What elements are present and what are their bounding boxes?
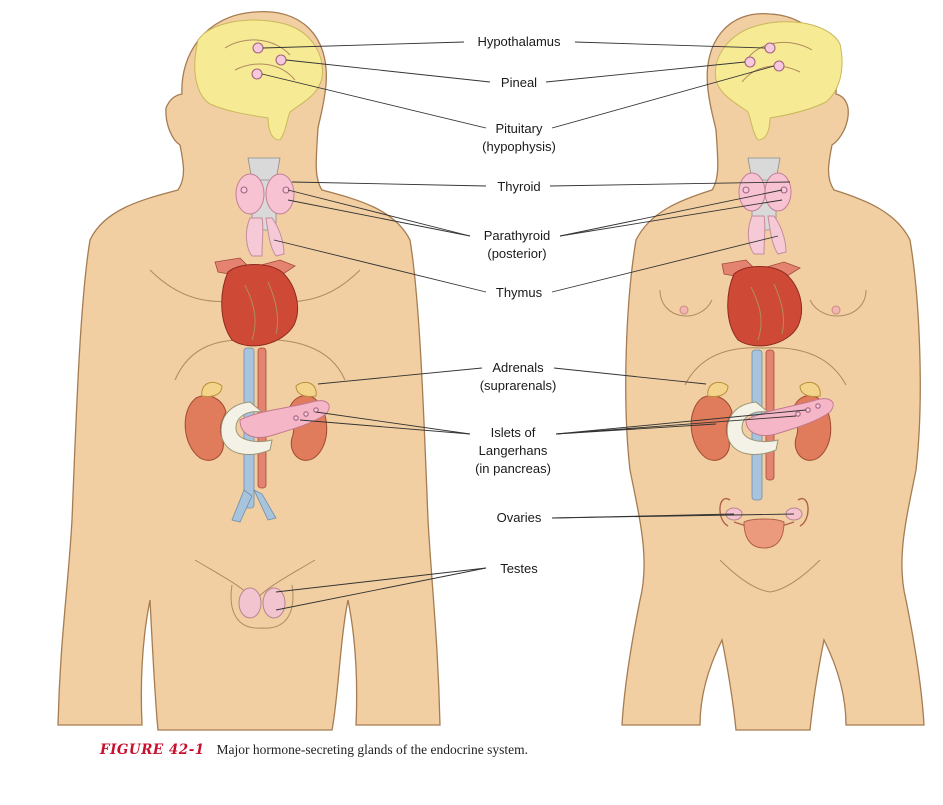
female-islet-dot-3 xyxy=(795,411,801,417)
female-pineal-dot xyxy=(744,56,756,68)
leader-hypothalamus-female xyxy=(574,41,766,49)
female-fallopian-tubes xyxy=(719,497,809,529)
label-pituitary-line2: (hypophysis) xyxy=(482,139,556,154)
male-adrenal-left xyxy=(201,381,223,397)
male-islet-dot-1 xyxy=(303,411,309,417)
leader-islets-male-2 xyxy=(299,419,471,435)
label-pineal: Pineal xyxy=(501,75,537,90)
leader-parathyroid-female-2 xyxy=(559,199,783,237)
leader-testes-1 xyxy=(275,567,487,593)
figure-caption: FIGURE 42-1 Major hormone-secreting glan… xyxy=(100,742,528,758)
leader-parathyroid-male-2 xyxy=(287,199,471,237)
male-scrotum xyxy=(230,584,294,629)
leader-hypothalamus-male xyxy=(262,41,465,49)
leader-pineal-female xyxy=(545,61,746,83)
female-islet-dot-2 xyxy=(815,403,821,409)
male-brain-folds xyxy=(224,39,296,81)
female-hypothalamus-dot xyxy=(764,42,776,54)
female-brain xyxy=(714,21,843,141)
leader-pineal-male xyxy=(285,59,491,83)
male-duodenum xyxy=(220,401,273,455)
label-islets-line3: (in pancreas) xyxy=(475,461,551,476)
female-islet-dot-1 xyxy=(805,407,811,413)
leader-testes-2 xyxy=(275,567,487,611)
female-heart-vessels xyxy=(750,283,785,341)
leader-ovaries-2 xyxy=(551,513,795,519)
leader-islets-female-1 xyxy=(555,409,807,435)
leader-islets-female-3 xyxy=(555,423,717,435)
female-adrenal-left xyxy=(707,381,729,397)
female-thyroid-right-lobe xyxy=(764,172,792,212)
label-adrenals-line1: Adrenals xyxy=(492,360,544,375)
labels: Hypothalamus Pineal Pituitary (hypophysi… xyxy=(475,34,561,576)
caption-text: Major hormone-secreting glands of the en… xyxy=(216,742,529,757)
label-parathyroid-line2: (posterior) xyxy=(487,246,546,261)
female-pancreas xyxy=(745,398,834,436)
leader-islets-male-1 xyxy=(315,411,471,435)
leader-pituitary-female xyxy=(551,65,775,129)
female-heart xyxy=(727,266,802,347)
male-hypothalamus-dot xyxy=(252,42,264,54)
female-figure xyxy=(621,13,925,731)
male-thyroid-left-lobe xyxy=(235,173,265,215)
female-nipple-left xyxy=(679,305,689,315)
female-hip-contour xyxy=(719,559,821,593)
female-uterus xyxy=(743,518,785,549)
male-islet-dot-3 xyxy=(293,415,299,421)
label-thyroid: Thyroid xyxy=(497,179,540,194)
male-heart-vessels xyxy=(244,281,279,341)
male-thyroid-right-lobe xyxy=(265,173,295,215)
male-thymus xyxy=(245,217,285,257)
male-adrenal-right xyxy=(295,381,317,397)
label-testes: Testes xyxy=(500,561,538,576)
label-thymus: Thymus xyxy=(496,285,543,300)
female-pituitary-dot xyxy=(773,60,785,72)
male-iliac-vessels xyxy=(231,489,277,523)
female-thymus xyxy=(747,215,787,255)
leader-adrenals-female xyxy=(553,367,707,385)
label-parathyroid-line1: Parathyroid xyxy=(484,228,550,243)
label-islets-line1: Islets of xyxy=(491,425,536,440)
leader-thymus-male xyxy=(273,239,487,293)
label-ovaries: Ovaries xyxy=(497,510,542,525)
female-brain-folds xyxy=(741,41,813,83)
leader-thyroid-male xyxy=(291,181,487,187)
leader-pituitary-male xyxy=(261,73,487,129)
male-figure xyxy=(57,10,441,731)
leader-thymus-female xyxy=(551,235,779,293)
female-abdomen-contour xyxy=(684,347,847,386)
female-duodenum xyxy=(726,401,779,455)
male-testis-left xyxy=(238,587,262,619)
female-adrenal-right xyxy=(799,381,821,397)
female-breast-contour xyxy=(659,289,867,317)
female-parathyroid-dot-1 xyxy=(742,186,750,194)
male-testis-right xyxy=(262,587,286,619)
leader-lines xyxy=(261,41,807,611)
male-pineal-dot xyxy=(275,54,287,66)
label-islets-line2: Langerhans xyxy=(479,443,548,458)
male-brain xyxy=(194,19,323,141)
leader-thyroid-female xyxy=(549,181,791,187)
leader-islets-female-2 xyxy=(555,415,797,435)
label-pituitary-line1: Pituitary xyxy=(496,121,543,136)
leader-adrenals-male xyxy=(317,367,483,385)
endocrine-diagram: Hypothalamus Pineal Pituitary (hypophysi… xyxy=(57,10,925,731)
male-parathyroid-dot-1 xyxy=(240,186,248,194)
label-adrenals-line2: (suprarenals) xyxy=(480,378,557,393)
male-heart xyxy=(221,264,298,347)
male-islet-dot-2 xyxy=(313,407,319,413)
male-pituitary-dot xyxy=(251,68,263,80)
leader-parathyroid-male-1 xyxy=(287,189,471,237)
female-nipple-right xyxy=(831,305,841,315)
male-pancreas xyxy=(239,400,330,438)
leader-parathyroid-female-1 xyxy=(559,189,783,237)
figure-number: FIGURE 42-1 xyxy=(100,742,205,758)
label-hypothalamus: Hypothalamus xyxy=(477,34,561,49)
